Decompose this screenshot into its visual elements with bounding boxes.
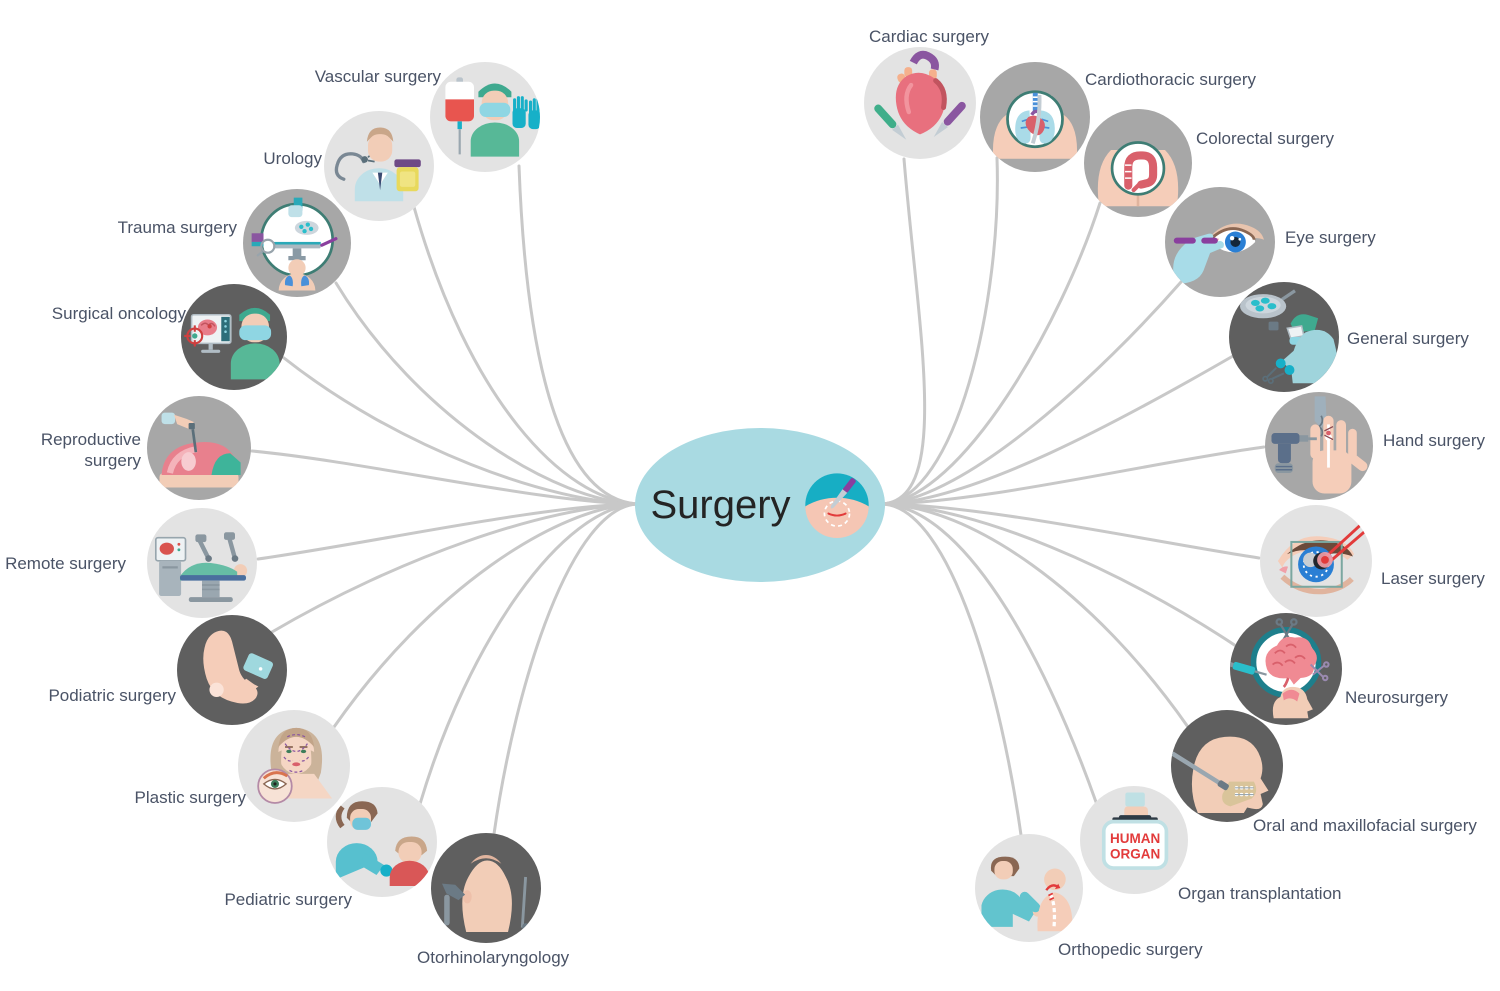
connector-trauma-surgery [334,281,640,506]
label-pediatric-surgery: Pediatric surgery [224,890,352,909]
node-oral-and-maxillofacial-surgery[interactable] [1171,710,1283,822]
eye-laser-beam-icon [1277,518,1372,595]
label-podiatric-surgery: Podiatric surgery [48,686,176,705]
node-remote-surgery[interactable] [147,508,257,618]
node-urology[interactable] [324,111,434,221]
label-orthopedic-surgery: Orthopedic surgery [1058,940,1203,959]
connector-cardiac-surgery [880,157,927,506]
brain-instruments-icon [1230,618,1330,719]
organ-transport-box-icon: HUMAN ORGAN [1101,792,1169,870]
label-oral-and-maxillofacial-surgery: Oral and maxillofacial surgery [1253,816,1477,835]
surgeon-blood-bag-gloves-icon [445,77,540,157]
label-remote-surgery: Remote surgery [5,554,126,573]
connector-organ-transplantation [880,502,1098,804]
node-hand-surgery[interactable] [1265,392,1373,500]
label-otorhinolaryngology: Otorhinolaryngology [417,948,570,967]
robotic-surgery-icon [154,532,248,603]
head-profile-jaw-icon [1171,736,1269,814]
connector-laser-surgery [880,502,1261,560]
connector-cardiothoracic-surgery [880,156,999,506]
surgeon-brain-scan-monitor-icon [184,307,280,380]
connector-colorectal-surgery [880,201,1102,506]
label-eye-surgery: Eye surgery [1285,228,1376,247]
node-general-surgery[interactable] [1229,282,1339,392]
connector-urology [412,205,640,506]
connector-vascular-surgery [517,164,640,506]
label-general-surgery: General surgery [1347,329,1469,348]
node-laser-surgery[interactable] [1260,505,1372,617]
label-hand-surgery: Hand surgery [1383,431,1486,450]
connector-pediatric-surgery [418,502,640,806]
connector-eye-surgery [880,280,1183,506]
svg-text:ORGAN: ORGAN [1110,846,1160,861]
node-trauma-surgery[interactable] [243,189,351,297]
svg-text:HUMAN: HUMAN [1110,831,1160,846]
hand-surgical-drill-icon [1271,396,1368,494]
connector-neurosurgery [880,502,1238,648]
label-cardiac-surgery: Cardiac surgery [869,27,989,46]
node-cardiothoracic-surgery[interactable] [980,62,1090,172]
label-organ-transplantation: Organ transplantation [1178,884,1342,903]
connector-general-surgery [880,354,1235,506]
node-eye-surgery[interactable] [1165,187,1275,297]
label-vascular-surgery: Vascular surgery [314,67,441,86]
label-plastic-surgery: Plastic surgery [134,788,246,807]
ear-examination-icon [442,855,529,935]
node-vascular-surgery[interactable] [430,62,540,172]
face-contour-markings-icon [257,727,333,804]
doctor-endoscope-urine-jar-icon [334,127,421,202]
label-reproductive-surgery: Reproductive surgery [40,430,141,470]
node-colorectal-surgery[interactable] [1084,109,1192,217]
center-label: Surgery [650,482,791,527]
label-surgical-oncology: Surgical oncology [51,304,186,323]
node-cardiac-surgery[interactable] [864,47,976,159]
node-neurosurgery[interactable] [1230,613,1342,725]
node-surgery-center[interactable]: Surgery [635,428,885,582]
chest-lungs-heart-icon [992,90,1078,159]
connector-reproductive-surgery [250,449,640,506]
spine-examination-icon [981,856,1073,932]
node-pediatric-surgery[interactable] [327,787,437,897]
torso-colon-icon [1097,141,1179,207]
connector-plastic-surgery [332,502,640,729]
incision-icon [804,473,869,538]
connector-oral-and-maxillofacial-surgery [880,502,1190,729]
label-colorectal-surgery: Colorectal surgery [1196,129,1334,148]
label-laser-surgery: Laser surgery [1381,569,1485,588]
connector-otorhinolaryngology [492,502,640,836]
label-trauma-surgery: Trauma surgery [117,218,237,237]
surgeon-operating-lamp-icon [1240,289,1339,385]
foot-examination-icon [203,630,273,704]
connector-orthopedic-surgery [880,502,1023,837]
node-orthopedic-surgery[interactable] [975,834,1083,942]
node-organ-transplantation[interactable]: HUMAN ORGAN [1080,786,1188,894]
node-plastic-surgery[interactable] [238,710,350,822]
label-urology: Urology [263,149,322,168]
node-podiatric-surgery[interactable] [177,615,287,725]
heart-with-scalpels-icon [874,50,966,140]
doctor-examining-child-icon [335,801,430,886]
node-reproductive-surgery[interactable] [147,396,251,500]
connector-hand-surgery [880,445,1266,506]
connector-podiatric-surgery [270,502,640,634]
label-cardiothoracic-surgery: Cardiothoracic surgery [1085,70,1257,89]
label-neurosurgery: Neurosurgery [1345,688,1448,707]
node-surgical-oncology[interactable] [181,284,287,390]
operating-room-table-icon [251,197,338,291]
node-otorhinolaryngology[interactable] [431,833,541,943]
uterus-operation-icon [159,412,241,488]
eye-instrument-icon [1173,223,1264,284]
